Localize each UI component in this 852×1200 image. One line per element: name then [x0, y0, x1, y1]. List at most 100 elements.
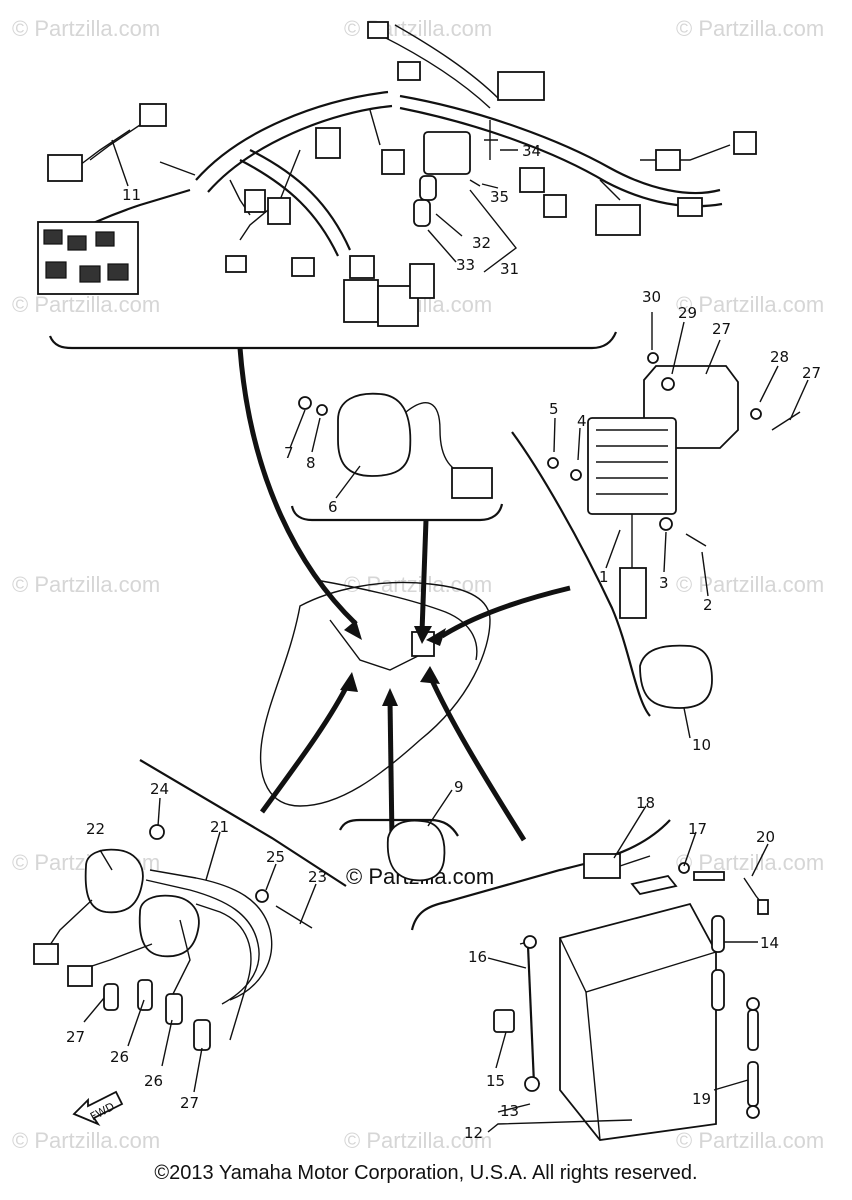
- connector: [291, 257, 315, 277]
- connector: [595, 204, 641, 236]
- ignition-coil-group: [33, 759, 347, 1126]
- connector: [733, 131, 757, 155]
- copyright-notice: ©2013 Yamaha Motor Corporation, U.S.A. A…: [154, 1162, 698, 1184]
- callout-13: 13: [500, 1102, 519, 1120]
- callout-5: 5: [549, 400, 559, 418]
- plug-cap: [103, 983, 119, 1011]
- connector: [397, 61, 421, 81]
- frame-silhouette: [260, 579, 491, 807]
- callout-11: 11: [122, 186, 141, 204]
- callout-27: 27: [180, 1094, 199, 1112]
- relay: [349, 255, 375, 279]
- watermark: © Partzilla.com: [12, 572, 160, 597]
- connector: [451, 467, 493, 499]
- connector: [381, 149, 405, 175]
- vent-tube: [711, 915, 725, 953]
- relay: [343, 279, 379, 323]
- callout-29: 27: [802, 364, 821, 382]
- ignition-coil: [138, 894, 200, 958]
- wire-harness: [37, 21, 757, 350]
- ignition-coil: [84, 848, 144, 914]
- fuse: [419, 175, 437, 201]
- callout-2: 2: [703, 596, 713, 614]
- callout-35: 33: [456, 256, 475, 274]
- callout-labels: 11 34 35 32 33 31 30 29 27 28 27 5 4 1 3…: [66, 142, 821, 1142]
- plug-cap: [165, 993, 183, 1025]
- callout-24: 24: [150, 780, 169, 798]
- fuse: [413, 199, 431, 227]
- regulator-rectifier-group: [511, 352, 801, 717]
- watermark: © Partzilla.com: [676, 16, 824, 41]
- callout-28: 27: [712, 320, 731, 338]
- connector: [619, 567, 647, 619]
- callout-12: 12: [464, 1124, 483, 1142]
- callout-22: 22: [86, 820, 105, 838]
- leader-lines: [237, 347, 571, 842]
- callout-leaders: [83, 139, 809, 1133]
- rod: [747, 1009, 759, 1051]
- callout-14: 14: [760, 934, 779, 952]
- watermark: © Partzilla.com: [676, 572, 824, 597]
- connector: [267, 197, 291, 225]
- connector: [33, 943, 59, 965]
- connector: [519, 167, 545, 193]
- callout-16: 16: [468, 948, 487, 966]
- connector: [225, 255, 247, 273]
- callout-4: 4: [577, 412, 587, 430]
- plug-cap: [137, 979, 153, 1011]
- relay: [386, 819, 446, 882]
- callout-15: 15: [486, 1072, 505, 1090]
- connector: [497, 71, 545, 101]
- rectifier: [587, 417, 677, 515]
- callout-3: 3: [659, 574, 669, 592]
- watermark: © Partzilla.com: [12, 16, 160, 41]
- watermark: © Partzilla.com: [12, 292, 160, 317]
- connector: [47, 154, 83, 182]
- fuse-box: [423, 131, 471, 175]
- starter-relay: [337, 392, 412, 477]
- callout-26: 26: [144, 1072, 163, 1090]
- watermark: © Partzilla.com: [12, 1128, 160, 1153]
- callout-6: 6: [328, 498, 338, 516]
- callout-9: 9: [454, 778, 464, 796]
- watermark: © Partzilla.com: [676, 1128, 824, 1153]
- callout-33: 31: [500, 260, 519, 278]
- callout-1: 1: [599, 568, 609, 586]
- watermark: © Partzilla.com: [676, 292, 824, 317]
- connector: [677, 197, 703, 217]
- connector: [244, 189, 266, 213]
- callout-36: 34: [522, 142, 541, 160]
- flasher-relay: [639, 644, 713, 709]
- plug-cap: [193, 1019, 211, 1051]
- callout-21: 21: [210, 818, 229, 836]
- watermark: © Partzilla.com: [676, 850, 824, 875]
- callout-18: 18: [636, 794, 655, 812]
- callout-27: 27: [66, 1028, 85, 1046]
- relay: [409, 263, 435, 299]
- callout-19: 19: [692, 1090, 711, 1108]
- watermark: © Partzilla.com: [344, 16, 492, 41]
- callout-20: 20: [756, 828, 775, 846]
- connector: [315, 127, 341, 159]
- callout-30: 28: [770, 348, 789, 366]
- callout-37: 35: [490, 188, 509, 206]
- callout-10: 10: [692, 736, 711, 754]
- relay-9-group: [339, 818, 459, 882]
- starter-relay-group: [289, 392, 504, 522]
- fwd-arrow: [72, 1090, 124, 1126]
- rod: [747, 1061, 759, 1107]
- callout-34: 32: [472, 234, 491, 252]
- connector: [139, 103, 167, 127]
- callout-7: 7: [284, 444, 294, 462]
- vent-tube: [711, 969, 725, 1011]
- callout-31: 29: [678, 304, 697, 322]
- wire-end: [757, 899, 769, 915]
- watermark: © Partzilla.com: [344, 1128, 492, 1153]
- callout-23: 23: [308, 868, 327, 886]
- connector: [655, 149, 681, 171]
- callout-26: 26: [110, 1048, 129, 1066]
- wire: [693, 871, 725, 881]
- callout-8: 8: [306, 454, 316, 472]
- clamp: [493, 1009, 515, 1033]
